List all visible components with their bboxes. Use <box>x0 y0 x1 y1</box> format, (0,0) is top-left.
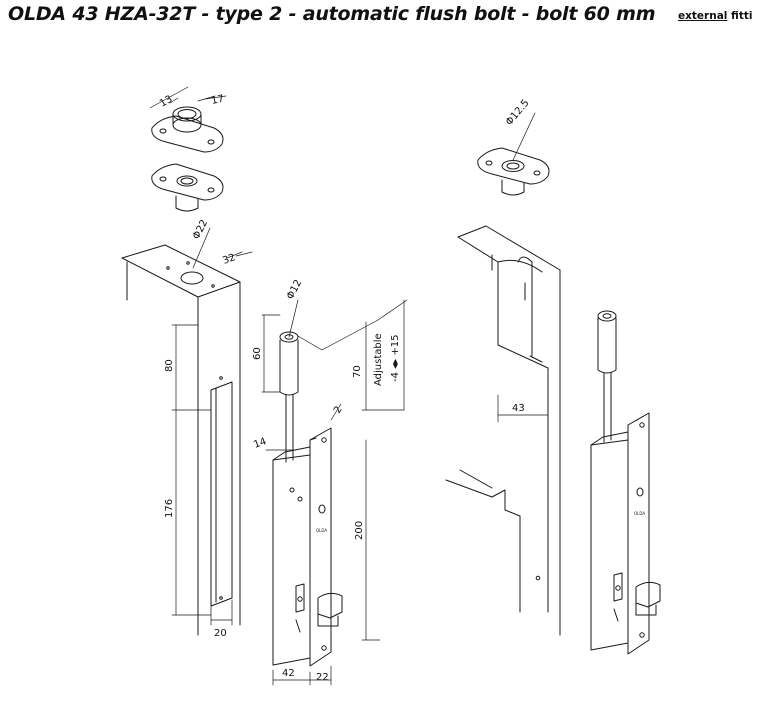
strike-plate-top <box>151 106 224 153</box>
dim-80: 80 <box>164 359 175 372</box>
dim-43: 43 <box>512 403 525 414</box>
link-word-external: external <box>678 10 728 22</box>
dim-32: 32 <box>221 252 237 267</box>
dim-70: 70 <box>352 365 363 378</box>
flush-bolt-left <box>272 331 343 667</box>
dim-176: 176 <box>164 499 175 518</box>
dim-phi12-5: Φ12.5 <box>504 98 532 128</box>
door-leaf-left <box>121 244 241 636</box>
dim-42: 42 <box>282 668 295 679</box>
flush-bolt-dimensions-left <box>261 299 408 686</box>
flush-bolt-right <box>590 310 661 655</box>
dim-adjustable-range: -4 ◂▸ +15 <box>390 335 401 382</box>
strike-plate-bottom <box>151 163 224 212</box>
strike-plate-right-dim <box>512 112 536 161</box>
dim-22: 22 <box>316 672 329 683</box>
external-fittings-link[interactable]: external fitti <box>678 10 752 22</box>
dim-20: 20 <box>214 628 227 639</box>
dim-17: 17 <box>210 94 225 107</box>
strike-plate-dimensions <box>149 86 227 109</box>
dim-adjustable: Adjustable <box>373 333 384 386</box>
dim-200: 200 <box>354 521 365 540</box>
link-word-fittings: fitti <box>731 10 753 22</box>
strike-plate-right <box>477 147 550 196</box>
dim-phi22: Φ22 <box>191 218 210 241</box>
dim-phi12: Φ12 <box>285 278 304 301</box>
faceplate-text-left: OLDA <box>316 528 327 533</box>
dim-14: 14 <box>252 436 268 451</box>
dim-2: 2 <box>332 404 345 415</box>
faceplate-text-right: OLDA <box>634 511 645 516</box>
door-frame-right-dim <box>497 394 549 423</box>
page-title: OLDA 43 HZA-32T - type 2 - automatic flu… <box>8 3 656 25</box>
door-frame-right <box>445 225 561 636</box>
dim-60: 60 <box>252 347 263 360</box>
door-dimensions-left <box>171 227 253 626</box>
